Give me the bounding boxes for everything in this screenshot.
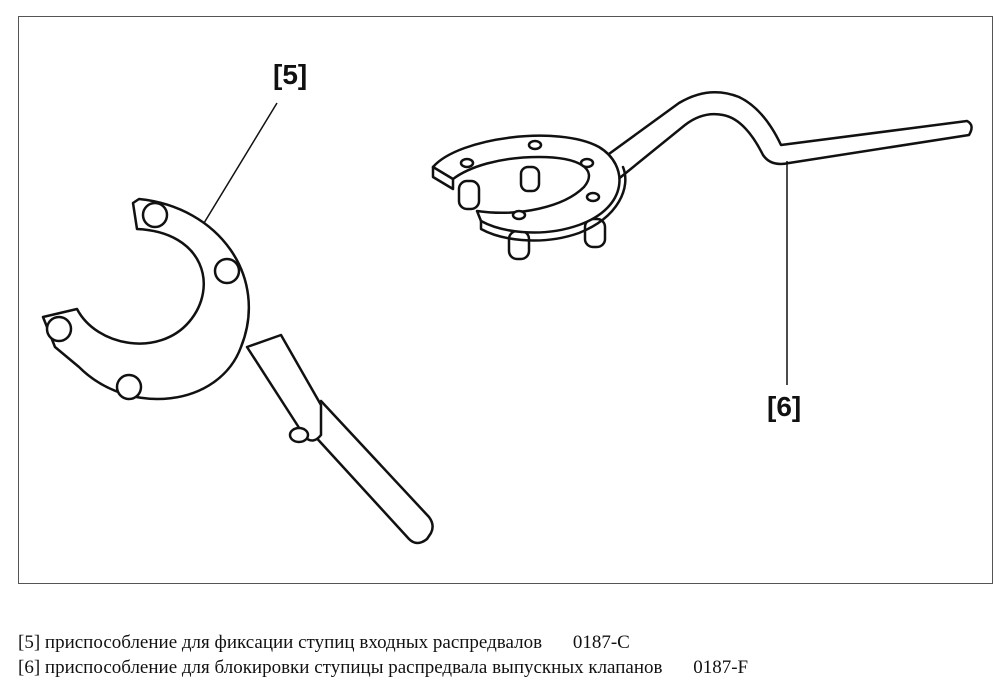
callout-6-label: [6] <box>767 391 802 422</box>
tool6-pin <box>457 179 481 211</box>
tool5-pin <box>213 257 241 285</box>
tool6-hole <box>511 209 527 221</box>
tool6-hole <box>527 139 543 151</box>
legend-row: [5] приспособление для фиксации ступиц в… <box>18 630 978 655</box>
legend-description: приспособление для блокировки ступицы ра… <box>44 657 663 678</box>
tool6-pin <box>507 229 531 261</box>
tool6-hole <box>579 157 595 169</box>
legend-description: приспособление для фиксации ступиц входн… <box>44 632 543 653</box>
figure-legend: [5] приспособление для фиксации ступиц в… <box>18 630 978 680</box>
tool5-ring <box>41 197 251 401</box>
legend-row: [6] приспособление для блокировки ступиц… <box>18 655 978 680</box>
tool6-plate-edge <box>431 165 455 191</box>
tool5-pin <box>115 373 143 401</box>
legend-number: [5] <box>18 632 41 653</box>
tool6-pin <box>583 217 607 249</box>
callout-5-label: [5] <box>273 59 308 90</box>
tool6-handle <box>589 91 973 187</box>
tool6-hole <box>585 191 601 203</box>
tools-illustration <box>41 91 973 545</box>
tool5-pin <box>141 201 169 229</box>
camshaft-hub-holding-tool-icon <box>41 197 434 545</box>
legend-code: 0187-F <box>693 657 749 678</box>
camshaft-hub-locking-tool-icon <box>431 91 973 261</box>
legend-code: 0187-C <box>572 632 630 653</box>
tool6-hole <box>459 157 475 169</box>
tool5-pin <box>45 315 73 343</box>
tool5-handle <box>299 399 434 545</box>
tool6-pin <box>519 165 541 193</box>
tool6-plate-edge <box>479 165 627 242</box>
callout-5-leader <box>203 102 278 224</box>
figure-frame: [5] [6] <box>18 16 993 584</box>
legend-number: [6] <box>18 657 41 678</box>
tool6-plate <box>431 134 621 234</box>
tool5-boss <box>288 426 310 444</box>
tool5-neck <box>245 333 323 442</box>
